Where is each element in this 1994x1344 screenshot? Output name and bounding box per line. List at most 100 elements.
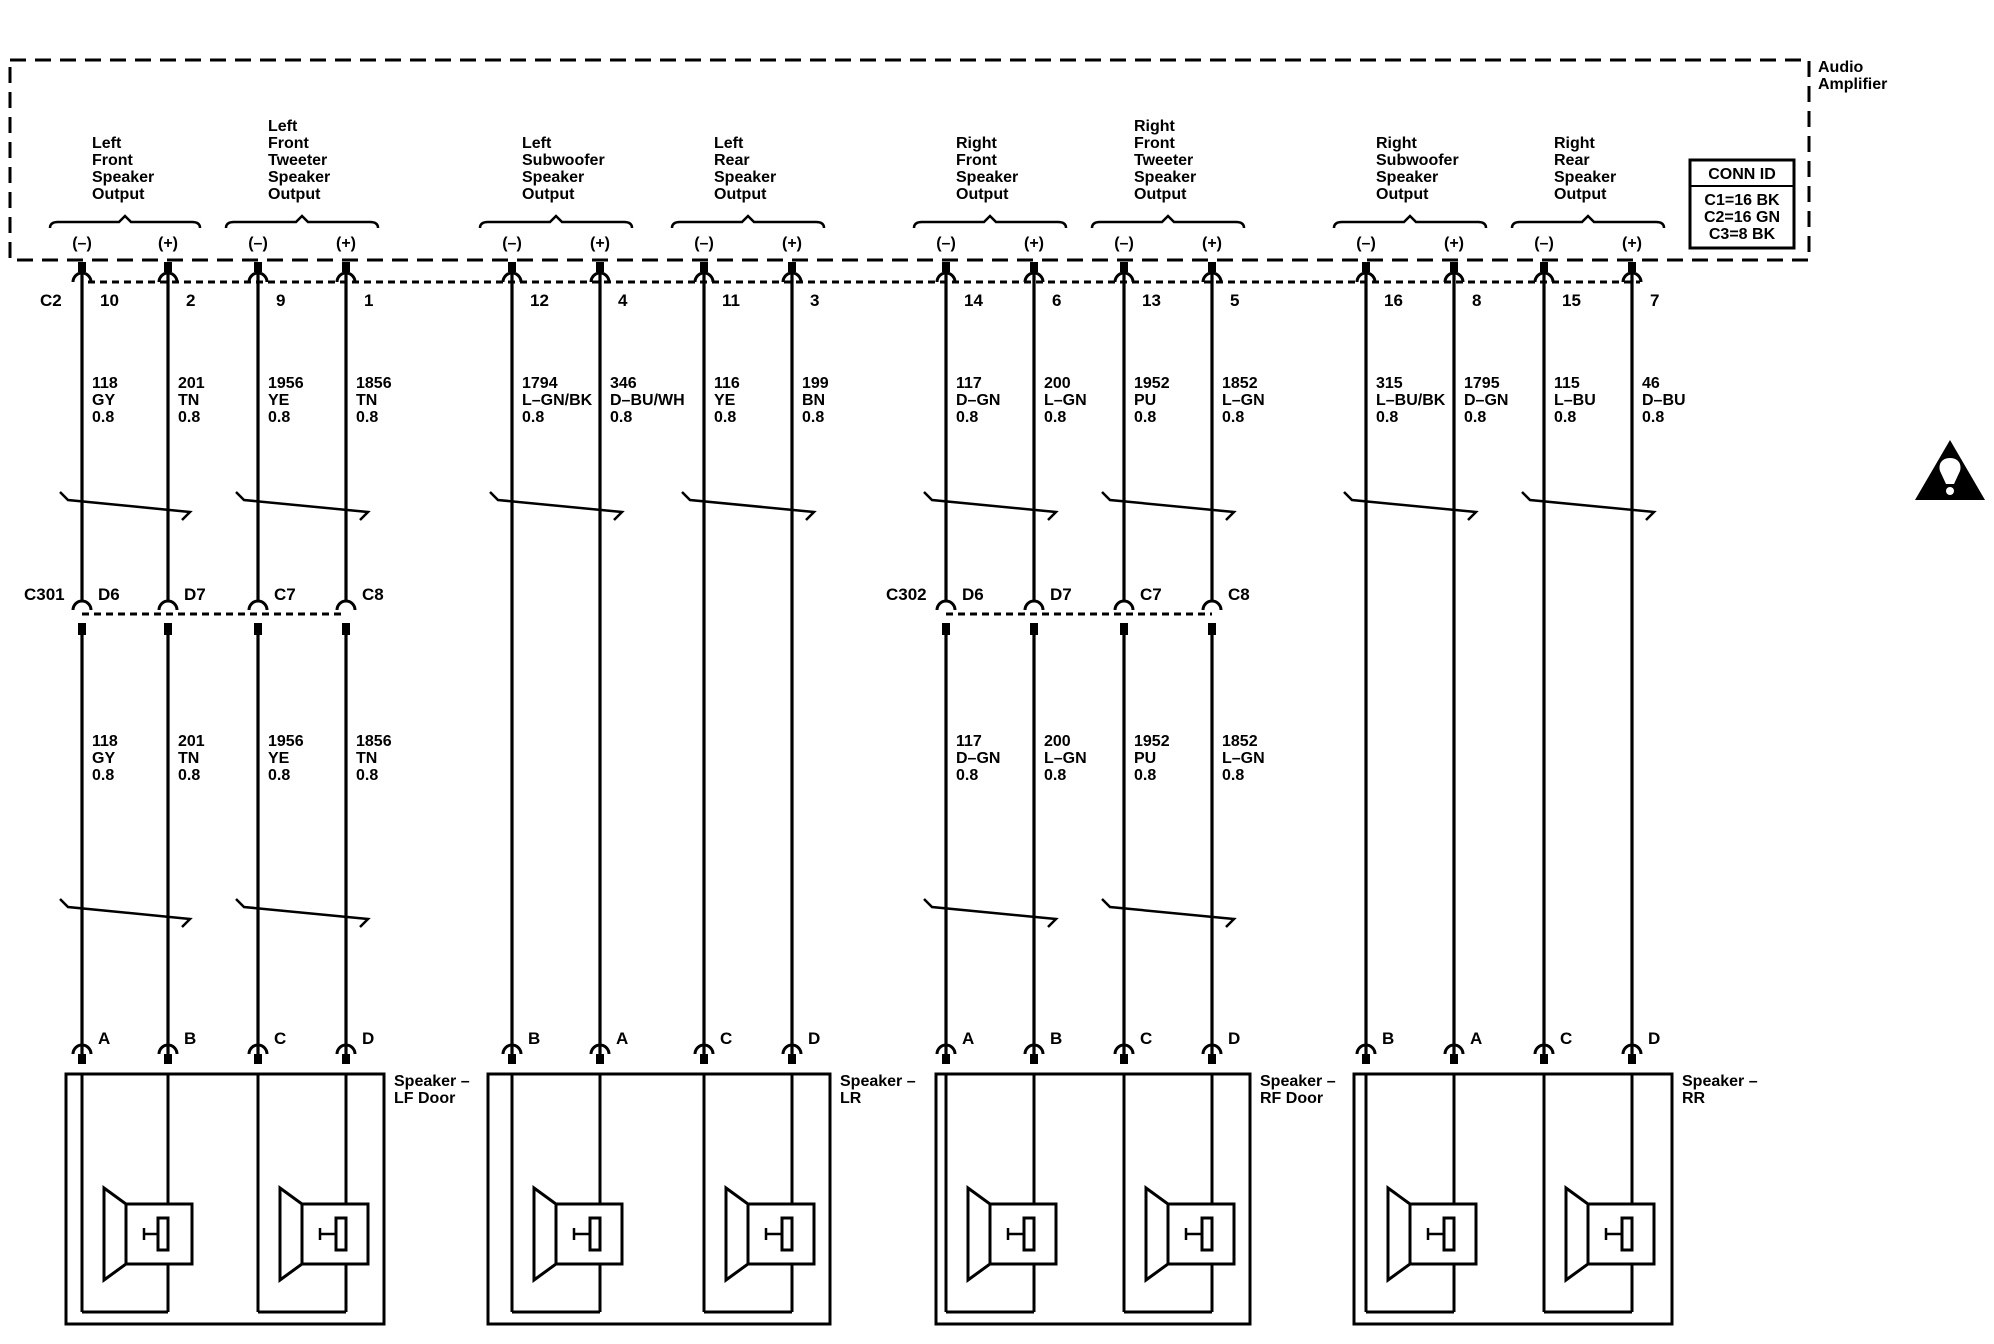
speaker-pin-label: A [98,1029,110,1048]
speaker-terminal [693,1043,715,1055]
wire-gauge: 0.8 [1044,767,1066,784]
polarity-pos: (+) [1024,235,1044,252]
output-brace [1090,214,1246,229]
amp-terminal-socket [781,271,803,283]
inline-pin-label: D6 [962,585,984,604]
wire-gauge: 0.8 [356,767,378,784]
wire-color: D–GN [956,392,1000,409]
speaker-pin-label: B [528,1029,540,1048]
output-label: Right [1554,135,1596,152]
wire-gauge: 0.8 [356,409,378,426]
wire-circuit: 117 [956,375,982,392]
inline-pin [164,623,172,635]
wire-circuit: 346 [610,375,637,392]
speaker-pin-label: C [1140,1029,1152,1048]
wire-circuit: 118 [92,375,118,392]
polarity-pos: (+) [336,235,356,252]
wire-color: D–BU [1642,392,1686,409]
twisted-pair-mark [59,898,193,928]
wire-color: D–GN [956,750,1000,767]
twisted-pair-mark [59,491,193,521]
inline-pin [342,623,350,635]
amp-terminal-socket [1443,271,1465,283]
labels-layer: LeftFrontSpeakerOutput(–)(+)LeftFrontTwe… [24,118,1686,1048]
twisted-pair-mark [1521,491,1657,521]
speaker-terminal [781,1043,803,1055]
speaker-terminal-pin [342,1054,350,1064]
inline-pin [1208,623,1216,635]
amp-pin-number: 1 [364,291,373,310]
polarity-neg: (–) [72,235,92,252]
output-label: Speaker [268,169,330,186]
wire-gauge: 0.8 [1222,767,1244,784]
output-label: Front [1134,135,1176,152]
wire-gauge: 0.8 [1044,409,1066,426]
polarity-neg: (–) [502,235,522,252]
speaker-assembly: Speaker –LR [486,1072,916,1326]
amp-terminal [942,262,950,272]
speaker-terminal-pin [508,1054,516,1064]
inline-connector-label: C301 [24,585,65,604]
wire-color: D–GN [1464,392,1508,409]
output-brace [224,214,380,229]
output-label: Front [956,152,998,169]
amp-terminal [1540,262,1548,272]
wire-gauge: 0.8 [802,409,824,426]
inline-pin [942,623,950,635]
amp-pin-number: 12 [530,291,549,310]
inline-connector-label: C302 [886,585,927,604]
speaker-pin-label: C [1560,1029,1572,1048]
output-label: Speaker [522,169,584,186]
inline-pin [1120,623,1128,635]
inline-socket [935,599,957,611]
output-brace [1332,214,1488,229]
wire-gauge: 0.8 [522,409,544,426]
polarity-pos: (+) [590,235,610,252]
output-label: Subwoofer [522,152,605,169]
speaker-pin-label: D [1648,1029,1660,1048]
speaker-terminal-pin [78,1054,86,1064]
speaker-terminal [1533,1043,1555,1055]
amp-pin-number: 13 [1142,291,1161,310]
twisted-pair-mark [1101,898,1237,928]
amp-terminal-socket [1355,271,1377,283]
amp-terminal-socket [935,271,957,283]
wire-gauge: 0.8 [714,409,736,426]
speaker-coil-icon [156,1216,170,1252]
wire-gauge: 0.8 [268,767,290,784]
output-label: Left [522,135,552,152]
speaker-pin-label: A [962,1029,974,1048]
wire-circuit: 1956 [268,733,304,750]
inline-socket [247,599,269,611]
wire-gauge: 0.8 [956,767,978,784]
inline-socket [1201,599,1223,611]
speaker-cone-icon [278,1185,304,1283]
speaker-cone-icon [1564,1185,1590,1283]
speaker-label: Speaker – [1682,1073,1758,1090]
inline-pin-label: D6 [98,585,120,604]
speaker-label: LF Door [394,1090,455,1107]
wire-color: L–BU [1554,392,1596,409]
speaker-cone-icon [1144,1185,1170,1283]
speaker-terminal [247,1043,269,1055]
inline-pin-label: C7 [274,585,296,604]
speaker-terminal-pin [788,1054,796,1064]
wire-gauge: 0.8 [1642,409,1664,426]
wire-circuit: 315 [1376,375,1403,392]
wire-gauge: 0.8 [1222,409,1244,426]
output-label: Rear [1554,152,1590,169]
polarity-pos: (+) [1444,235,1464,252]
twisted-pair-mark [923,898,1059,928]
polarity-neg: (–) [694,235,714,252]
wire-gauge: 0.8 [1554,409,1576,426]
speaker-label: RR [1682,1090,1706,1107]
conn-id-box: CONN ID C1=16 BK C2=16 GN C3=8 BK [1688,158,1796,250]
twisted-pair-mark [1343,491,1479,521]
conn-id-row: C3=8 BK [1709,226,1776,243]
speaker-terminal [1201,1043,1223,1055]
twisted-pair-mark [235,491,371,521]
amp-terminal [254,262,262,272]
speaker-label: RF Door [1260,1090,1323,1107]
wire-gauge: 0.8 [178,767,200,784]
speaker-cone-icon [532,1185,558,1283]
